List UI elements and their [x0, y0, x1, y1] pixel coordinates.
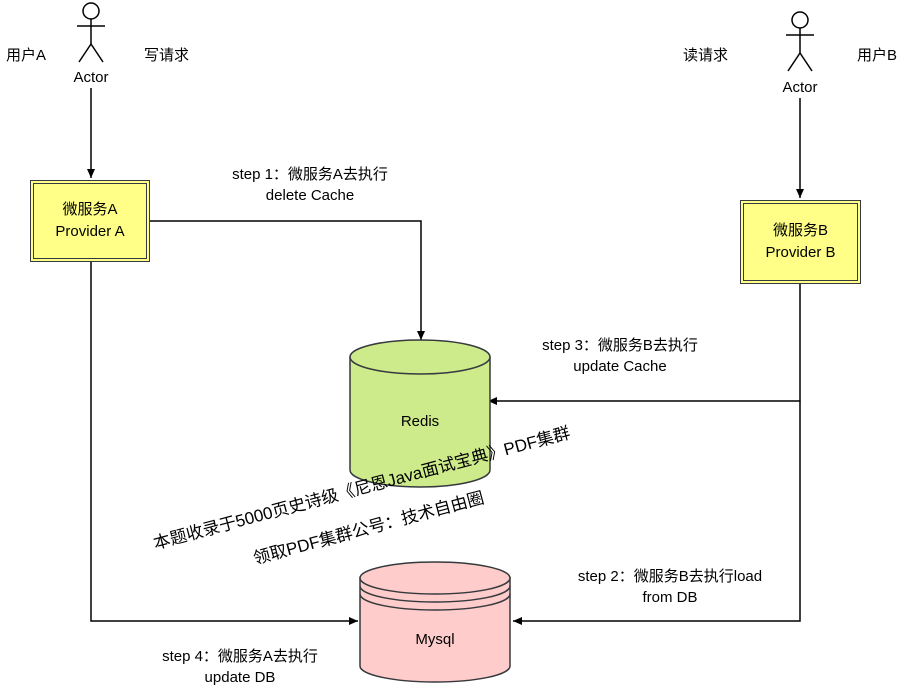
step2-line1: step 2：微服务B去执行load: [577, 568, 763, 585]
user-b-label: 用户B: [857, 47, 898, 64]
service-a-box: 微服务A Provider A: [30, 180, 150, 262]
arrow-step2-load-db: [513, 401, 801, 625]
step4-label: step 4：微服务A去执行 update DB: [130, 646, 350, 688]
service-a-provider: Provider A: [55, 223, 125, 240]
actor-b-icon: [786, 11, 814, 72]
arrow-step1-delete-cache: [150, 220, 425, 340]
step1-line1: step 1：微服务A去执行: [232, 166, 388, 183]
actor-b-caption: Actor: [782, 79, 818, 96]
write-request-label: 写请求: [144, 47, 190, 64]
user-a-label: 用户A: [6, 47, 47, 64]
redis-label: Redis: [400, 413, 440, 430]
step3-label: step 3：微服务B去执行 update Cache: [510, 335, 730, 377]
read-request-label: 读请求: [683, 47, 729, 64]
service-b-provider: Provider B: [765, 244, 836, 261]
step2-line2: from DB: [642, 589, 698, 606]
step3-line2: update Cache: [573, 358, 667, 375]
actor-a-icon: [77, 2, 105, 63]
step2-label: step 2：微服务B去执行load from DB: [555, 566, 785, 608]
mysql-label: Mysql: [415, 631, 455, 648]
step3-line1: step 3：微服务B去执行: [542, 337, 698, 354]
step1-line2: delete Cache: [265, 187, 355, 204]
service-b-box: 微服务B Provider B: [740, 200, 861, 284]
actor-a-caption: Actor: [73, 69, 109, 86]
step1-label: step 1：微服务A去执行 delete Cache: [200, 164, 420, 206]
step4-line2: update DB: [204, 669, 276, 686]
step4-line1: step 4：微服务A去执行: [162, 648, 318, 665]
service-a-name: 微服务A: [62, 201, 118, 218]
arrow-step4-update-db: [90, 262, 358, 625]
redis-cylinder: [349, 339, 491, 488]
mysql-cylinder: [359, 561, 511, 683]
service-b-name: 微服务B: [772, 222, 828, 239]
